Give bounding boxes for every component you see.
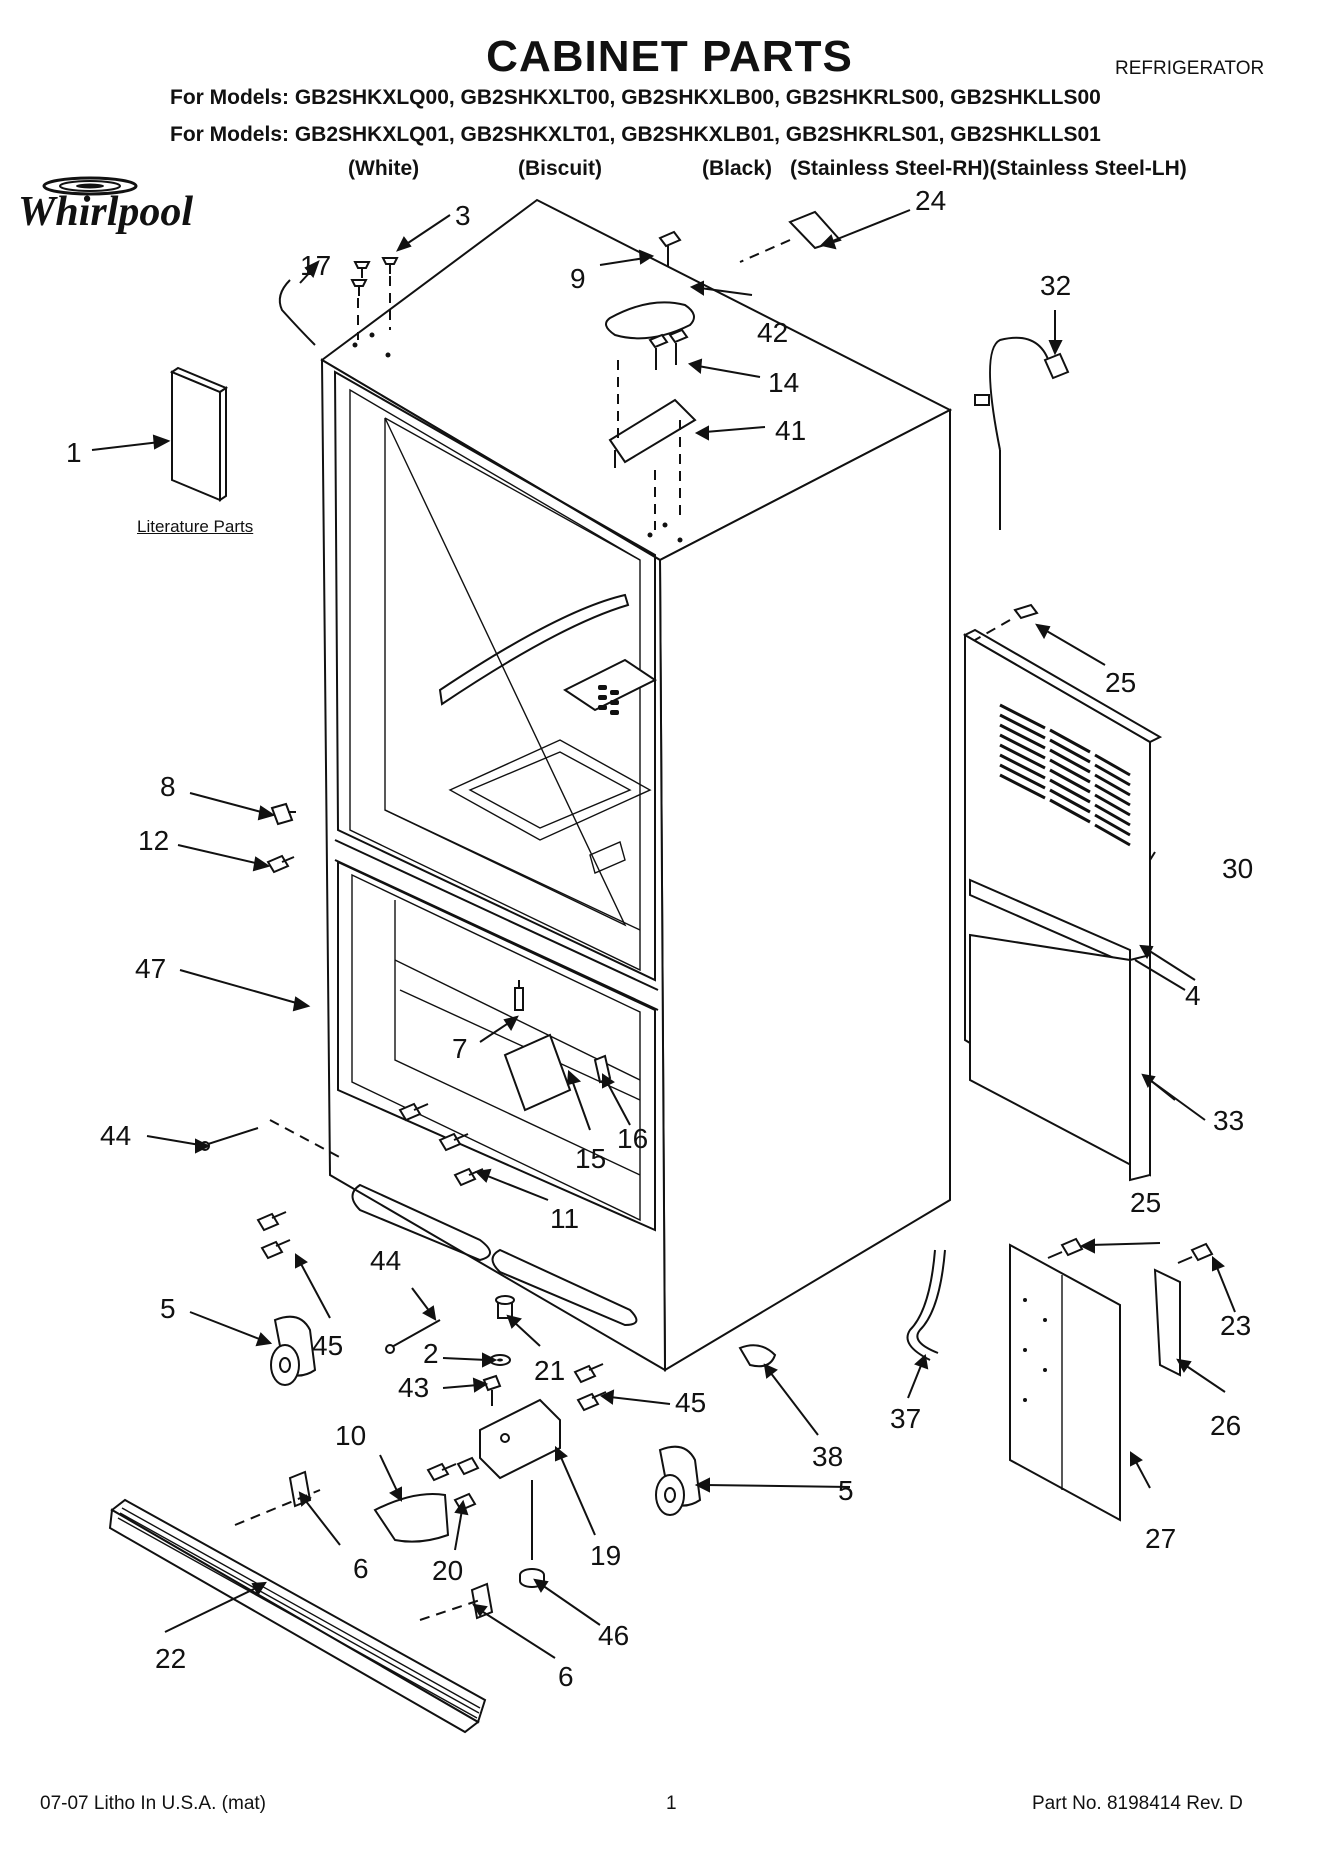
callout-44-bottom: 44 bbox=[370, 1245, 401, 1276]
page-title: CABINET PARTS bbox=[486, 32, 853, 81]
leader-lines bbox=[91, 209, 1236, 1659]
part-46-leveling-leg bbox=[519, 1480, 545, 1588]
callout-14: 14 bbox=[768, 367, 799, 398]
color-black: (Black) bbox=[702, 157, 773, 180]
part-5-caster-left bbox=[270, 1315, 317, 1386]
callout-9: 9 bbox=[570, 263, 586, 294]
part-19-bottom-hinge bbox=[479, 1398, 561, 1480]
callout-11: 11 bbox=[550, 1203, 579, 1234]
callout-15: 15 bbox=[575, 1143, 606, 1174]
callout-25-upper: 25 bbox=[1105, 667, 1136, 698]
part-26-bracket bbox=[1153, 1268, 1181, 1377]
callout-46: 46 bbox=[598, 1620, 629, 1651]
literature-parts-label: Literature Parts bbox=[137, 517, 254, 536]
footer-litho: 07-07 Litho In U.S.A. (mat) bbox=[40, 1793, 266, 1814]
part-27-rear-panel bbox=[1009, 1243, 1121, 1522]
part-23-screw bbox=[1177, 1242, 1214, 1264]
color-stainless: (Stainless Steel-RH)(Stainless Steel-LH) bbox=[790, 157, 1187, 180]
part-43-screw bbox=[482, 1374, 502, 1406]
callout-7: 7 bbox=[452, 1033, 468, 1064]
part-33-insulation bbox=[969, 933, 1151, 1182]
part-32-wire-harness bbox=[974, 336, 1070, 530]
callout-32: 32 bbox=[1040, 270, 1071, 301]
models-line-1: For Models: GB2SHKXLQ00, GB2SHKXLT00, GB… bbox=[170, 86, 1101, 109]
part-47-cabinet bbox=[320, 198, 953, 1372]
callout-6-left: 6 bbox=[353, 1553, 369, 1584]
callout-33: 33 bbox=[1213, 1105, 1244, 1136]
callout-37: 37 bbox=[890, 1403, 921, 1434]
part-25-screw-lower bbox=[1047, 1237, 1084, 1259]
callout-42: 42 bbox=[757, 317, 788, 348]
part-15-bracket bbox=[503, 1033, 572, 1112]
callout-12: 12 bbox=[138, 825, 169, 856]
part-17-wire bbox=[278, 279, 316, 346]
callout-5-left: 5 bbox=[160, 1293, 176, 1324]
part-22-toe-grille bbox=[108, 1489, 487, 1734]
whirlpool-logo-swirl-icon bbox=[40, 172, 160, 207]
callout-45-right: 45 bbox=[675, 1387, 706, 1418]
callout-8: 8 bbox=[160, 771, 176, 802]
part-10-hinge-cover bbox=[373, 1493, 450, 1543]
part-12-screw bbox=[266, 854, 295, 874]
models-line-2: For Models: GB2SHKXLQ01, GB2SHKXLT01, GB… bbox=[170, 123, 1101, 146]
callout-10: 10 bbox=[335, 1420, 366, 1451]
part-20-screws bbox=[426, 1456, 480, 1512]
callout-26: 26 bbox=[1210, 1410, 1241, 1441]
callout-47: 47 bbox=[135, 953, 166, 984]
callout-24: 24 bbox=[915, 185, 946, 216]
callout-20: 20 bbox=[432, 1555, 463, 1586]
callout-2: 2 bbox=[423, 1338, 439, 1369]
part-number: Part No. 8198414 Rev. D bbox=[1032, 1793, 1243, 1814]
part-37-drain-tube bbox=[906, 1249, 936, 1361]
page-number: 1 bbox=[666, 1793, 677, 1814]
callout-30: 30 bbox=[1222, 853, 1253, 884]
color-white: (White) bbox=[348, 157, 420, 180]
color-biscuit: (Biscuit) bbox=[518, 157, 602, 180]
part-30-vent-grille bbox=[999, 703, 1131, 847]
category-label: REFRIGERATOR bbox=[1115, 58, 1265, 79]
callout-25-lower: 25 bbox=[1130, 1187, 1161, 1218]
callout-45-left: 45 bbox=[312, 1330, 343, 1361]
part-16-clip bbox=[593, 1054, 612, 1084]
callout-23: 23 bbox=[1220, 1310, 1251, 1341]
callout-22: 22 bbox=[155, 1643, 186, 1674]
callout-5-right: 5 bbox=[838, 1475, 854, 1506]
callout-6-right: 6 bbox=[558, 1661, 574, 1692]
part-21-pin bbox=[495, 1295, 515, 1319]
callout-19: 19 bbox=[590, 1540, 621, 1571]
callout-16: 16 bbox=[617, 1123, 648, 1154]
callout-43: 43 bbox=[398, 1372, 429, 1403]
callout-4: 4 bbox=[1185, 980, 1201, 1011]
part-8-plug bbox=[270, 802, 296, 826]
part-7-pin bbox=[514, 980, 524, 1011]
part-38-clamp bbox=[738, 1344, 777, 1368]
part-11-screws bbox=[398, 1102, 484, 1187]
part-3-top-screws bbox=[350, 257, 399, 340]
brand-logo: Whirlpool bbox=[18, 189, 194, 235]
part-41-top-hinge-assembly bbox=[605, 230, 697, 530]
callout-44-left: 44 bbox=[100, 1120, 131, 1151]
callout-27: 27 bbox=[1145, 1523, 1176, 1554]
part-5-caster-right bbox=[655, 1445, 702, 1516]
callout-1: 1 bbox=[66, 437, 82, 468]
callout-38: 38 bbox=[812, 1441, 843, 1472]
callout-21: 21 bbox=[534, 1355, 565, 1386]
part-45-screws bbox=[256, 1211, 607, 1412]
part-1-literature-book bbox=[169, 366, 229, 502]
callout-41: 41 bbox=[775, 415, 806, 446]
callout-17: 17 bbox=[300, 250, 331, 281]
callout-3: 3 bbox=[455, 200, 471, 231]
